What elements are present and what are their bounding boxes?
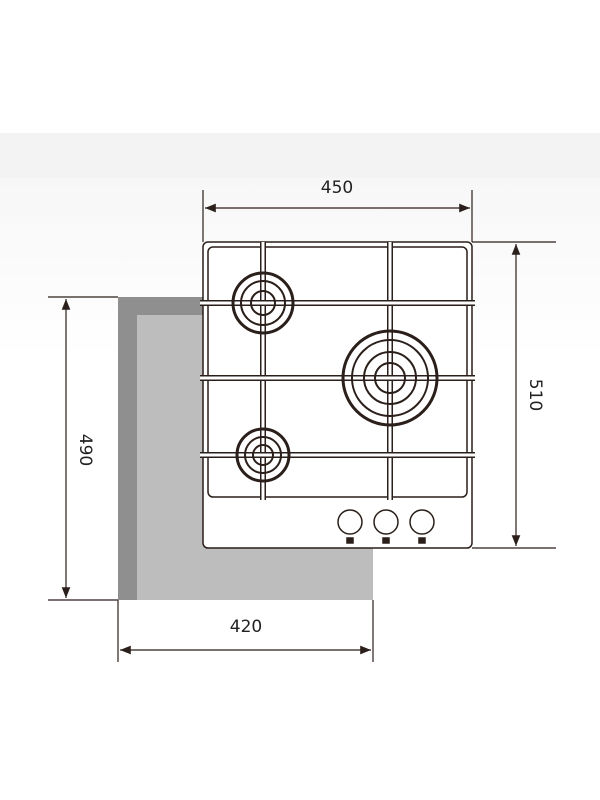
grate-bars xyxy=(200,242,475,500)
control-knobs xyxy=(337,509,435,544)
grate-frame xyxy=(207,246,468,498)
knob-2 xyxy=(373,509,399,535)
dimension-lines xyxy=(48,190,556,662)
burner-wok xyxy=(341,329,439,427)
cutout-depth-label: 490 xyxy=(75,434,95,466)
header-band xyxy=(0,133,600,178)
knob-1 xyxy=(337,509,363,535)
hob-depth-label: 510 xyxy=(525,379,545,411)
burner-front-left xyxy=(235,427,291,483)
cutout-edge xyxy=(118,297,203,600)
cutout-width-label: 420 xyxy=(230,617,262,637)
hob-body xyxy=(202,241,473,549)
knob-3 xyxy=(409,509,435,535)
gas-hob xyxy=(200,241,475,549)
burner-rear-left xyxy=(231,271,295,335)
hob-width-label: 450 xyxy=(321,178,353,198)
